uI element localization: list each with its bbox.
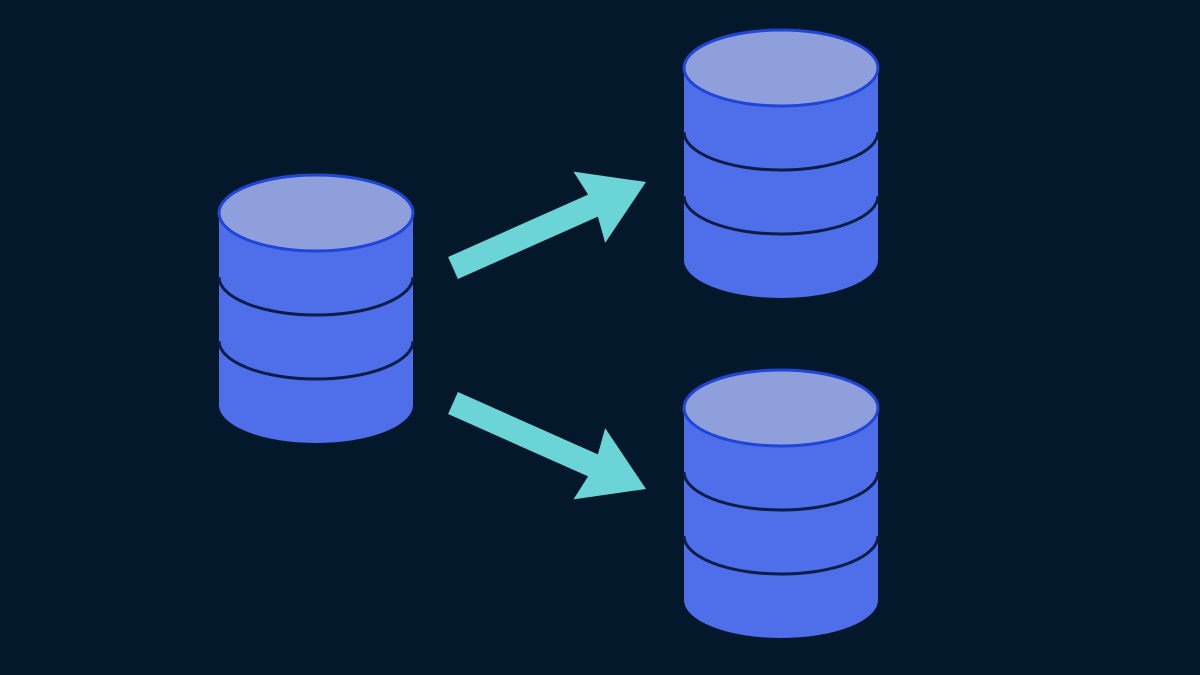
cylinder-top — [682, 368, 880, 448]
arrow-to-top-target — [448, 171, 646, 279]
cylinder-body — [684, 68, 878, 298]
cylinder-segment-line — [682, 535, 880, 576]
cylinder-segment-line — [682, 195, 880, 236]
cylinder-top — [682, 28, 880, 108]
source-database-icon — [217, 173, 415, 443]
cylinder-top — [217, 173, 415, 253]
nodes-layer — [217, 28, 880, 638]
edges-layer — [448, 171, 646, 500]
cylinder-body — [219, 213, 413, 443]
target-database-bottom-icon — [682, 368, 880, 638]
cylinder-segment-line — [682, 131, 880, 172]
cylinder-segment-line — [682, 471, 880, 512]
cylinder-segment-line — [217, 276, 415, 317]
arrow-to-bottom-target — [448, 392, 646, 500]
cylinder-segment-line — [217, 340, 415, 381]
target-database-top-icon — [682, 28, 880, 298]
cylinder-body — [684, 408, 878, 638]
